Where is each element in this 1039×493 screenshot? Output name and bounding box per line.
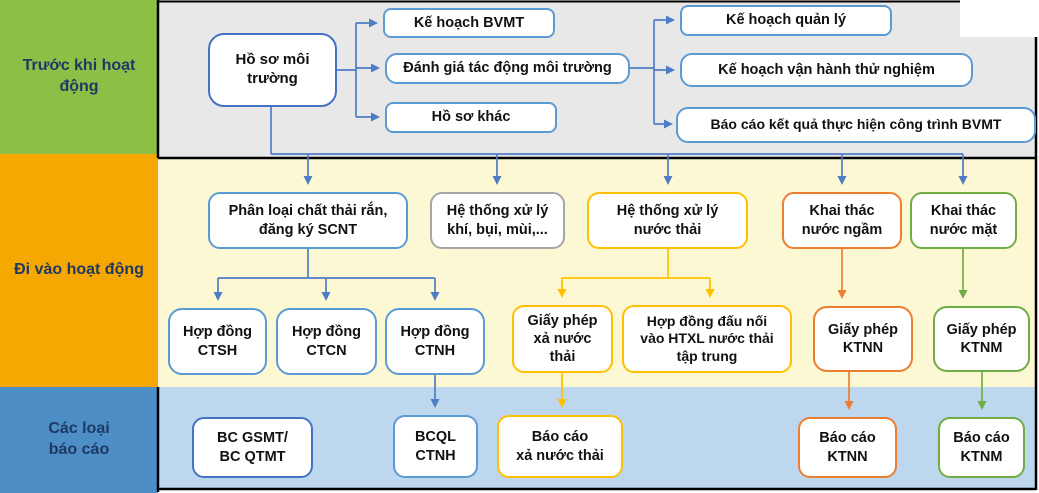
node-ke-hoach-quan-ly: Kế hoạch quản lý bbox=[680, 5, 892, 36]
node-hop-dong-ctcn: Hợp đồng CTCN bbox=[276, 308, 377, 375]
band-truoc-khi-hoat-dong: Trước khi hoạt động bbox=[0, 0, 158, 154]
band-label: Các loại báo cáo bbox=[48, 420, 110, 458]
band-di-vao-hoat-dong: Đi vào hoạt động bbox=[0, 154, 158, 387]
node-bao-cao-ktnm: Báo cáo KTNM bbox=[938, 417, 1025, 478]
corner-notch bbox=[960, 0, 1039, 37]
node-hop-dong-ctsh: Hợp đồng CTSH bbox=[168, 308, 267, 375]
band-cac-loai-bao-cao: Các loại báo cáo bbox=[0, 387, 158, 493]
node-giay-phep-xa-nuoc-thai: Giấy phép xả nước thải bbox=[512, 305, 613, 373]
node-ho-so-khac: Hồ sơ khác bbox=[385, 102, 557, 133]
node-danh-gia-tac-dong-moi-truong: Đánh giá tác động môi trường bbox=[385, 53, 630, 84]
node-ke-hoach-van-hanh-thu-nghiem: Kế hoạch vận hành thử nghiệm bbox=[680, 53, 973, 87]
band-label: Đi vào hoạt động bbox=[14, 261, 144, 279]
node-ho-so-moi-truong: Hồ sơ môi trường bbox=[208, 33, 337, 107]
node-bao-cao-ket-qua-cong-trinh-bvmt: Báo cáo kết quả thực hiện công trình BVM… bbox=[676, 107, 1036, 143]
node-khai-thac-nuoc-mat: Khai thác nước mặt bbox=[910, 192, 1017, 249]
node-ke-hoach-bvmt: Kế hoạch BVMT bbox=[383, 8, 555, 38]
node-bcql-ctnh: BCQL CTNH bbox=[393, 415, 478, 478]
node-khai-thac-nuoc-ngam: Khai thác nước ngầm bbox=[782, 192, 902, 249]
node-giay-phep-ktnn: Giấy phép KTNN bbox=[813, 306, 913, 372]
band-label: Trước khi hoạt động bbox=[22, 57, 136, 95]
node-giay-phep-ktnm: Giấy phép KTNM bbox=[933, 306, 1030, 372]
node-he-thong-xu-ly-nuoc-thai: Hệ thống xử lý nước thải bbox=[587, 192, 748, 249]
node-bao-cao-xa-nuoc-thai: Báo cáo xả nước thải bbox=[497, 415, 623, 478]
node-bc-gsmt-bc-qtmt: BC GSMT/ BC QTMT bbox=[192, 417, 313, 478]
node-he-thong-xu-ly-khi: Hệ thống xử lý khí, bụi, mùi,... bbox=[430, 192, 565, 249]
node-hop-dong-dau-noi-htxl: Hợp đồng đấu nối vào HTXL nước thải tập … bbox=[622, 305, 792, 373]
node-phan-loai-chat-thai-ran: Phân loại chất thải rắn, đăng ký SCNT bbox=[208, 192, 408, 249]
node-bao-cao-ktnn: Báo cáo KTNN bbox=[798, 417, 897, 478]
node-hop-dong-ctnh: Hợp đồng CTNH bbox=[385, 308, 485, 375]
